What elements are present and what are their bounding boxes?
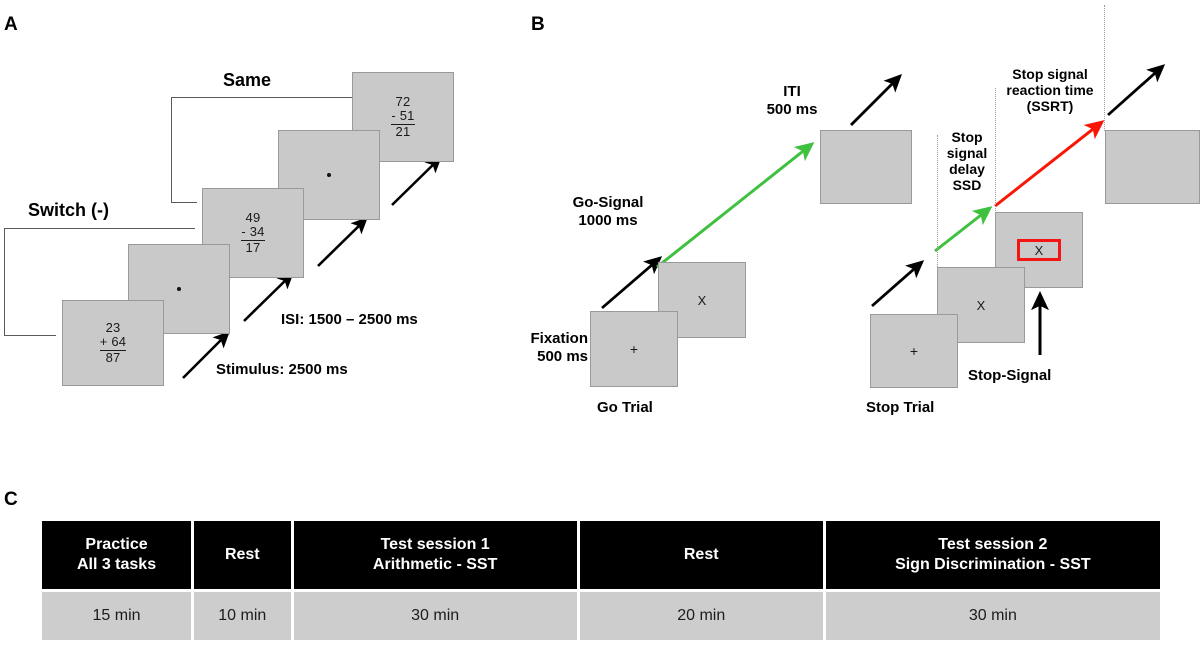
- go-signal-label-line2: 1000 ms: [578, 211, 638, 229]
- stop-fixation-glyph: +: [909, 343, 919, 359]
- math-problem-2: 49 - 34 17: [241, 209, 265, 256]
- table-header-rest-2: Rest: [579, 521, 826, 589]
- fixation-dot-2: [327, 173, 331, 177]
- arrow-iti-black: [850, 74, 902, 126]
- math-result-3: 21: [395, 123, 411, 139]
- duration-test-session-1: 30 min: [293, 589, 580, 640]
- go-signal-label-line1: Go-Signal: [572, 194, 644, 211]
- bracket-switch-label: Switch (-): [28, 200, 109, 220]
- go-signal-glyph: X: [697, 292, 707, 308]
- duration-rest-1: 10 min: [194, 589, 294, 640]
- iti-label-line2: 500 ms: [766, 100, 818, 118]
- ssd-label-line4: SSD: [952, 176, 982, 193]
- arrow-go-fixation-to-signal: [601, 256, 663, 310]
- table-header-test-session-2: Test session 2 Sign Discrimination - SST: [825, 521, 1160, 589]
- session-timeline-table: Practice All 3 tasks Rest Test session 1…: [42, 521, 1160, 640]
- stop-signal-pointer-label: Stop-Signal: [968, 367, 1052, 384]
- addition-stimulus-card: 23 + 64 87: [62, 300, 164, 386]
- fixation-label-line2: 500 ms: [537, 347, 588, 365]
- stop-signal-highlight-box: X: [1017, 239, 1061, 261]
- stimulus-label: Stimulus: 2500 ms: [216, 361, 348, 378]
- table-header-practice: Practice All 3 tasks: [42, 521, 195, 589]
- math-top-1: 23: [105, 319, 121, 335]
- panel-letter-c: C: [4, 489, 18, 510]
- table-header-row: Practice All 3 tasks Rest Test session 1…: [42, 521, 1160, 589]
- bracket-same: [171, 97, 353, 203]
- arrow-a-3: [391, 156, 442, 206]
- fixation-duration-label: Fixation 500 ms: [506, 330, 588, 365]
- go-fixation-glyph: +: [629, 341, 639, 357]
- math-operation-3: - 51: [391, 108, 415, 125]
- ssrt-label-line2: reaction time: [1006, 82, 1094, 99]
- header-practice-line1: Practice: [85, 535, 148, 553]
- stop-trial-label: Stop Trial: [866, 399, 935, 416]
- header-test1-line2: Arithmetic - SST: [372, 556, 498, 573]
- go-iti-card: [820, 130, 912, 204]
- header-test1-line1: Test session 1: [380, 535, 490, 553]
- ssd-guide-right: [995, 88, 996, 213]
- arrow-go-signal-green: [656, 142, 815, 269]
- header-test2-line1: Test session 2: [938, 535, 1048, 553]
- stop-iti-card: [1105, 130, 1200, 204]
- math-result-1: 87: [105, 349, 121, 365]
- fixation-label-line1: Fixation: [530, 330, 588, 347]
- stop-fixation-card: +: [870, 314, 958, 388]
- ssd-label-line2: signal: [946, 144, 988, 161]
- table-header-test-session-1: Test session 1 Arithmetic - SST: [293, 521, 580, 589]
- header-test2-line2: Sign Discrimination - SST: [895, 556, 1091, 573]
- stop-signal-glyph: X: [1034, 242, 1044, 258]
- isi-label: ISI: 1500 – 2500 ms: [281, 311, 418, 328]
- header-rest2-line1: Rest: [683, 545, 719, 563]
- ssrt-label: Stop signal reaction time (SSRT): [996, 66, 1104, 115]
- arrow-ssrt-red: [994, 120, 1105, 208]
- math-problem-1: 23 + 64 87: [99, 319, 127, 366]
- ssd-label-line1: Stop: [951, 129, 983, 145]
- math-operation-1: + 64: [99, 334, 127, 351]
- duration-test-session-2: 30 min: [825, 589, 1160, 640]
- stop-go-glyph: X: [976, 297, 986, 313]
- table-header-rest-1: Rest: [194, 521, 294, 589]
- iti-label-line1: ITI: [783, 83, 801, 100]
- ssd-label-line3: delay: [949, 160, 985, 177]
- bracket-switch: [4, 228, 195, 336]
- math-problem-3: 72 - 51 21: [391, 93, 415, 140]
- go-trial-label: Go Trial: [597, 399, 653, 416]
- bracket-same-label: Same: [223, 70, 272, 90]
- math-top-3: 72: [395, 93, 411, 109]
- table-duration-row: 15 min 10 min 30 min 20 min 30 min: [42, 589, 1160, 640]
- arrow-stop-fixation-to-signal: [871, 260, 925, 308]
- ssrt-label-line3: (SSRT): [1026, 98, 1074, 115]
- header-rest1-line1: Rest: [224, 545, 260, 563]
- duration-rest-2: 20 min: [579, 589, 826, 640]
- ssd-label: Stop signal delay SSD: [940, 129, 994, 194]
- header-practice-line2: All 3 tasks: [76, 556, 157, 573]
- panel-letter-a: A: [4, 14, 18, 35]
- math-operation-2: - 34: [241, 224, 265, 241]
- ssd-guide-left: [937, 135, 938, 269]
- fixation-dot-1: [177, 287, 181, 291]
- duration-practice: 15 min: [42, 589, 195, 640]
- arrow-a-2: [317, 217, 368, 267]
- ssrt-label-line1: Stop signal: [1012, 66, 1088, 82]
- panel-letter-b: B: [531, 14, 545, 35]
- math-top-2: 49: [245, 209, 261, 225]
- iti-duration-label: ITI 500 ms: [751, 83, 833, 118]
- go-signal-duration-label: Go-Signal 1000 ms: [554, 194, 662, 229]
- math-result-2: 17: [245, 239, 261, 255]
- go-fixation-card: +: [590, 311, 678, 387]
- ssrt-guide-right: [1104, 5, 1105, 131]
- arrow-stop-end-black: [1107, 64, 1166, 117]
- arrow-ssd-green: [934, 206, 993, 253]
